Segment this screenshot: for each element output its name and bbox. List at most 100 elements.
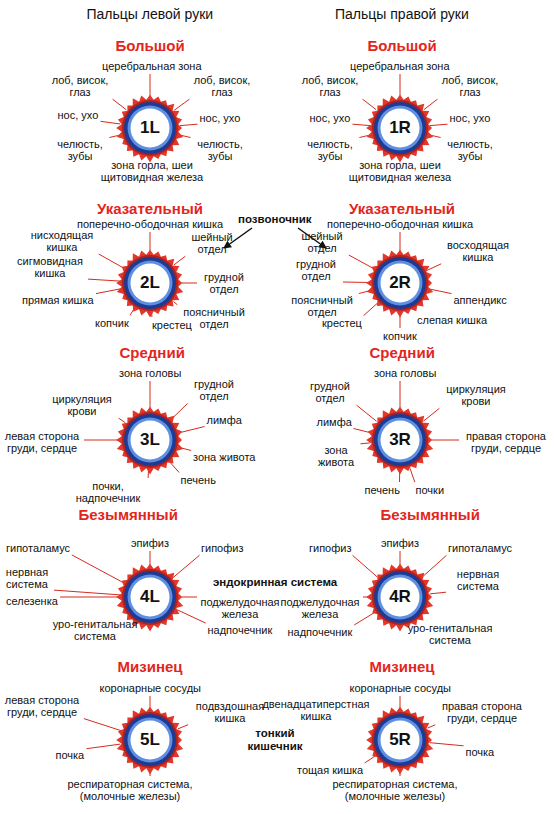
finger-code: 1R xyxy=(365,93,435,163)
zone-label: аппендикс xyxy=(454,294,507,306)
zone-label: церебральная зона xyxy=(350,60,450,72)
leader-line xyxy=(429,289,451,294)
zone-label: зона горла, шеи щитовидная железа xyxy=(345,159,455,183)
zone-label: прямая кишка xyxy=(22,294,94,306)
zone-label: нос, ухо xyxy=(450,112,491,124)
zone-label: нервная система xyxy=(2,566,52,590)
leader-line xyxy=(174,302,178,305)
leader-line xyxy=(423,408,439,421)
zone-label: поджелудочная железа xyxy=(279,596,361,620)
leader-line xyxy=(400,74,401,98)
leader-line xyxy=(119,418,126,423)
zone-label: лоб, висок, глаз xyxy=(299,74,361,98)
finger-code: 2R xyxy=(365,248,435,318)
leader-line xyxy=(180,124,198,125)
zone-label: зона головы xyxy=(374,367,436,379)
leader-line xyxy=(113,99,127,110)
zone-label: гипоталамус xyxy=(448,542,512,554)
leader-line xyxy=(357,405,377,421)
zone-label: поджелудочная железа xyxy=(199,596,281,620)
zone-label: лимфа xyxy=(317,416,352,428)
group-label: эндокринная система xyxy=(213,576,337,589)
finger-title: Средний xyxy=(120,344,185,361)
zone-label: циркуляция крови xyxy=(441,383,511,407)
zone-label: сигмовидная кишка xyxy=(14,255,86,279)
zone-label: грудной отдел xyxy=(291,258,341,282)
zone-label: двенадцатиперстная кишка xyxy=(261,698,371,722)
finger-title: Средний xyxy=(370,344,435,361)
zone-label: челюсть, зубы xyxy=(53,138,108,162)
leader-line xyxy=(54,590,120,595)
leader-line xyxy=(179,427,205,433)
column-header: Пальцы правой руки xyxy=(335,6,469,22)
zone-label: нисходящая кишка xyxy=(27,229,97,253)
finger-title: Большой xyxy=(368,37,437,54)
finger-circle: Мизинец5L xyxy=(115,705,185,775)
finger-circle: Мизинец5R xyxy=(365,705,435,775)
zone-label: лимфа xyxy=(207,414,242,426)
zone-label: коронарные сосуды xyxy=(100,682,201,694)
zone-label: нос, ухо xyxy=(58,109,99,121)
finger-code: 3R xyxy=(365,405,435,475)
finger-circle: Безымянный4R xyxy=(365,562,435,632)
finger-code: 4R xyxy=(365,562,435,632)
leader-line xyxy=(174,99,189,110)
group-label: позвоночник xyxy=(238,213,312,226)
finger-circle: Средний3R xyxy=(365,405,435,475)
zone-label: правая сторона груди, сердце xyxy=(437,700,527,724)
zone-label: лоб, висок, глаз xyxy=(191,74,253,98)
zone-label: коронарные сосуды xyxy=(350,682,451,694)
leader-line xyxy=(361,442,371,444)
finger-circle: Средний3L xyxy=(115,405,185,475)
finger-title: Большой xyxy=(116,37,185,54)
zone-label: крестец xyxy=(322,317,362,329)
finger-circle: Указательный2L xyxy=(115,248,185,318)
zone-label: печень xyxy=(365,484,400,496)
zone-label: гипофиз xyxy=(201,542,243,554)
leader-line xyxy=(101,121,121,124)
leader-line xyxy=(365,756,375,763)
finger-code: 3L xyxy=(115,405,185,475)
leader-line xyxy=(84,440,120,441)
finger-code: 5L xyxy=(115,705,185,775)
zone-label: почки xyxy=(416,484,445,496)
leader-line xyxy=(343,282,370,284)
zone-label: грудной отдел xyxy=(189,378,239,402)
group-label: тонкий кишечник xyxy=(240,727,310,753)
zone-label: почка xyxy=(466,746,495,758)
zone-label: почки, надпочечник xyxy=(68,480,148,504)
finger-title: Безымянный xyxy=(381,506,480,523)
zone-label: нервная система xyxy=(448,568,508,592)
leader-line xyxy=(150,74,151,98)
zone-label: нос, ухо xyxy=(200,112,241,124)
zone-label: восходящая кишка xyxy=(443,239,513,263)
zone-label: лоб, висок, глаз xyxy=(439,74,501,98)
leader-line xyxy=(410,468,415,482)
leader-line xyxy=(60,597,120,598)
leader-line xyxy=(84,719,122,731)
zone-label: левая сторона груди, сердце xyxy=(2,694,82,718)
zone-label: правая сторона груди, сердце xyxy=(461,430,551,454)
zone-label: надпочечник xyxy=(288,626,353,638)
leader-line xyxy=(430,592,446,594)
leader-line xyxy=(400,381,401,410)
leader-line xyxy=(174,256,186,265)
zone-label: эпифиз xyxy=(131,537,169,549)
finger-code: 1L xyxy=(115,93,185,163)
zone-label: поясничный отдел xyxy=(287,294,357,318)
leader-line xyxy=(422,555,446,577)
leader-line xyxy=(72,555,124,583)
finger-title: Указательный xyxy=(97,200,203,217)
finger-title: Безымянный xyxy=(79,506,178,523)
column-header: Пальцы левой руки xyxy=(87,6,214,22)
zone-label: грудной отдел xyxy=(199,271,249,295)
zone-label: грудной отдел xyxy=(305,380,355,404)
zone-label: гипоталамус xyxy=(6,542,70,554)
zone-label: крестец xyxy=(152,319,192,331)
zone-label: циркуляция крови xyxy=(47,393,117,417)
zone-label: шейный отдел xyxy=(187,231,237,255)
zone-label: поперечно-ободочная кишка xyxy=(327,218,473,230)
leader-line xyxy=(150,381,151,410)
zone-label: шейный отдел xyxy=(297,230,347,254)
leader-line xyxy=(177,610,206,623)
